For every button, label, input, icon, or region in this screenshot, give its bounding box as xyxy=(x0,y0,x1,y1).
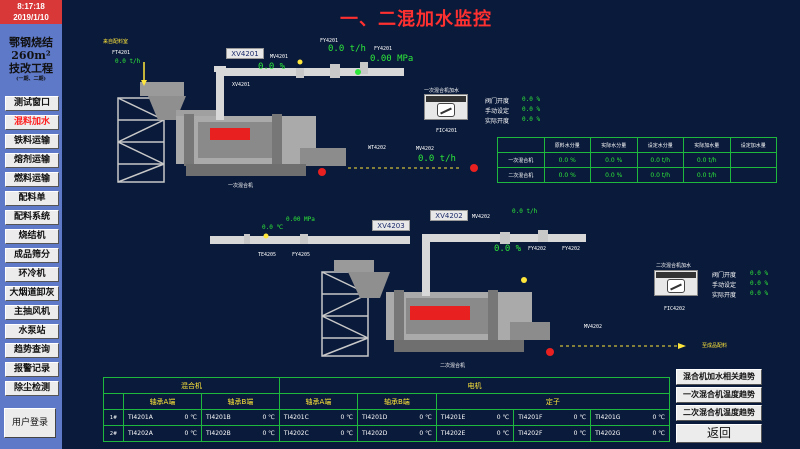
mixer2-fy-b: FY4202 xyxy=(562,246,581,252)
table-row: 原料水分量 实际水分量 设定水分量 实际加水量 设定加水量 xyxy=(497,137,777,153)
ctrl1-manual-label: 手动设定 xyxy=(485,108,510,115)
trend-mixer2-temp-button[interactable]: 二次混合机温度趋势 xyxy=(676,405,762,421)
ctrl1-title: 一次混合机加水 xyxy=(424,88,460,94)
ctrl2-faceplate[interactable] xyxy=(654,270,698,296)
mixer2-pressure-value: 0.00 MPa xyxy=(286,216,315,223)
mixer1-scaffold xyxy=(117,97,165,183)
table-row: 混合机 电机 xyxy=(103,377,671,394)
ctrl1-valve-open-label: 阀门开度 xyxy=(485,98,510,105)
nav-alarm-log[interactable]: 报警记录 xyxy=(5,362,59,377)
mixer1-mv-value: 0.0 % xyxy=(258,62,286,72)
temperature-table: 混合机 电机 轴承A端 轴承B端 轴承A端 轴承B端 定子 1# TI4201A… xyxy=(103,377,671,442)
ctrl2-manual-label: 手动设定 xyxy=(712,282,737,289)
table-row: 一次混合机 0.0 % 0.0 % 0.0 t/h 0.0 t/h xyxy=(497,152,777,168)
mixer1-ft-tag: FT4201 xyxy=(112,50,131,56)
mixer2-xv-b[interactable]: XV4202 xyxy=(430,210,468,221)
mixer2-xv-a[interactable]: XV4203 xyxy=(372,220,410,231)
mixer1-pressure-value: 0.00 MPa xyxy=(370,54,414,64)
mixer2-caption: 二次混合机 xyxy=(440,363,466,369)
ctrl1-valve-open: 0.0 % xyxy=(522,96,541,103)
mixer1-mv-tag: MV4201 xyxy=(270,54,289,60)
ctrl2-manual[interactable]: 0.0 % xyxy=(750,280,769,287)
mixer2-feed-belt xyxy=(334,260,374,272)
mixer1-caption: 一次混合机 xyxy=(228,183,254,189)
nav-mix-water[interactable]: 混料加水 xyxy=(5,115,59,130)
nav-iron-transport[interactable]: 铁料运输 xyxy=(5,134,59,149)
mixer1-wt-tag2: MV4202 xyxy=(416,146,435,152)
nav-test-window[interactable]: 测试窗口 xyxy=(5,96,59,111)
mixer2-dest-label: 至成品配料 xyxy=(702,343,728,349)
mixer1-drum xyxy=(176,114,346,176)
nav-batch-system[interactable]: 配料系统 xyxy=(5,210,59,225)
ctrl2-actual: 0.0 % xyxy=(750,290,769,297)
clock: 8:17:18 2019/1/10 xyxy=(0,0,62,24)
nav-flue-ash[interactable]: 大烟道卸灰 xyxy=(5,286,59,301)
mixer1-feed-belt xyxy=(140,82,184,96)
mixer1-xv-sub: XV4201 xyxy=(232,82,251,88)
mixer2-temp-tag: TE4205 xyxy=(258,252,277,258)
mixer1-source-label: 来自配料室 xyxy=(103,39,129,45)
trend-mixer1-temp-button[interactable]: 一次混合机温度趋势 xyxy=(676,387,762,403)
nav-fuel-transport[interactable]: 燃料运输 xyxy=(5,172,59,187)
nav-ring-cooler[interactable]: 环冷机 xyxy=(5,267,59,282)
sidebar: 8:17:18 2019/1/10 鄂钢烧结 260m² 技改工程 (一期、二期… xyxy=(0,0,62,449)
water-summary-table: 原料水分量 实际水分量 设定水分量 实际加水量 设定加水量 一次混合机 0.0 … xyxy=(497,137,777,183)
nav-pump-station[interactable]: 水泵站 xyxy=(5,324,59,339)
mixer2-fy-a: FY4202 xyxy=(528,246,547,252)
mixer2-drum xyxy=(386,290,550,352)
nav-dust-detect[interactable]: 除尘检测 xyxy=(5,381,59,396)
mixer2-fy-tag: FY4205 xyxy=(292,252,311,258)
mixer2-hopper xyxy=(348,272,390,298)
nav-sinter-machine[interactable]: 烧结机 xyxy=(5,229,59,244)
back-button[interactable]: 返回 xyxy=(676,424,762,443)
mixer2-flow-value: 0.0 t/h xyxy=(512,208,538,215)
ctrl1-id: FIC4201 xyxy=(436,128,458,134)
table-row: 二次混合机 0.0 % 0.0 % 0.0 t/h 0.0 t/h xyxy=(497,167,777,183)
mixer1-wt-tag: WT4202 xyxy=(368,145,387,151)
mixer2-mv-value: 0.0 % xyxy=(494,244,522,254)
mixer1-water-pipe xyxy=(214,66,404,120)
ctrl1-actual: 0.0 % xyxy=(522,116,541,123)
ctrl1-faceplate[interactable] xyxy=(424,94,468,120)
mixer2-wt-tag: MV4202 xyxy=(584,324,603,330)
ctrl2-title: 二次混合机加水 xyxy=(656,263,692,269)
page-title: 一、二混加水监控 xyxy=(340,9,492,30)
mixer1-xv-label[interactable]: XV4201 xyxy=(226,48,264,59)
mixer2-temp-value: 0.0 ℃ xyxy=(262,224,284,231)
ctrl2-valve-open: 0.0 % xyxy=(750,270,769,277)
nav-batch-sheet[interactable]: 配料单 xyxy=(5,191,59,206)
mixer1-fy-value: 0.0 t/h xyxy=(328,44,366,54)
login-button[interactable]: 用户登录 xyxy=(4,408,56,438)
valve-icons xyxy=(244,62,548,244)
nav-screening[interactable]: 成品筛分 xyxy=(5,248,59,263)
mixer1-wt-value: 0.0 t/h xyxy=(418,154,456,164)
ctrl1-manual[interactable]: 0.0 % xyxy=(522,106,541,113)
table-row: 轴承A端 轴承B端 轴承A端 轴承B端 定子 xyxy=(103,393,671,410)
ctrl1-dial-icon xyxy=(437,103,455,117)
clock-time: 8:17:18 xyxy=(17,2,45,11)
mixer1-pressure-tag: FY4201 xyxy=(374,46,393,52)
clock-date: 2019/1/10 xyxy=(13,13,49,22)
nav-main-fan[interactable]: 主抽风机 xyxy=(5,305,59,320)
mixer2-mv-tag: MV4202 xyxy=(472,214,491,220)
ctrl2-dial-icon xyxy=(667,279,685,293)
ctrl2-id: FIC4202 xyxy=(664,306,686,312)
company-name: 鄂钢烧结 260m² 技改工程 (一期、二期) xyxy=(9,36,53,82)
ctrl1-actual-label: 实际开度 xyxy=(485,118,510,125)
ctrl2-actual-label: 实际开度 xyxy=(712,292,737,299)
mixer1-ft-value: 0.0 t/h xyxy=(115,58,141,65)
trend-mix-water-button[interactable]: 混合机加水相关趋势 xyxy=(676,369,762,385)
nav-flux-transport[interactable]: 熔剂运输 xyxy=(5,153,59,168)
mixer1-fy-tag: FY4201 xyxy=(320,38,339,44)
nav-trend-query[interactable]: 趋势查询 xyxy=(5,343,59,358)
ctrl2-valve-open-label: 阀门开度 xyxy=(712,272,737,279)
mixer2-water-pipe xyxy=(210,234,586,296)
